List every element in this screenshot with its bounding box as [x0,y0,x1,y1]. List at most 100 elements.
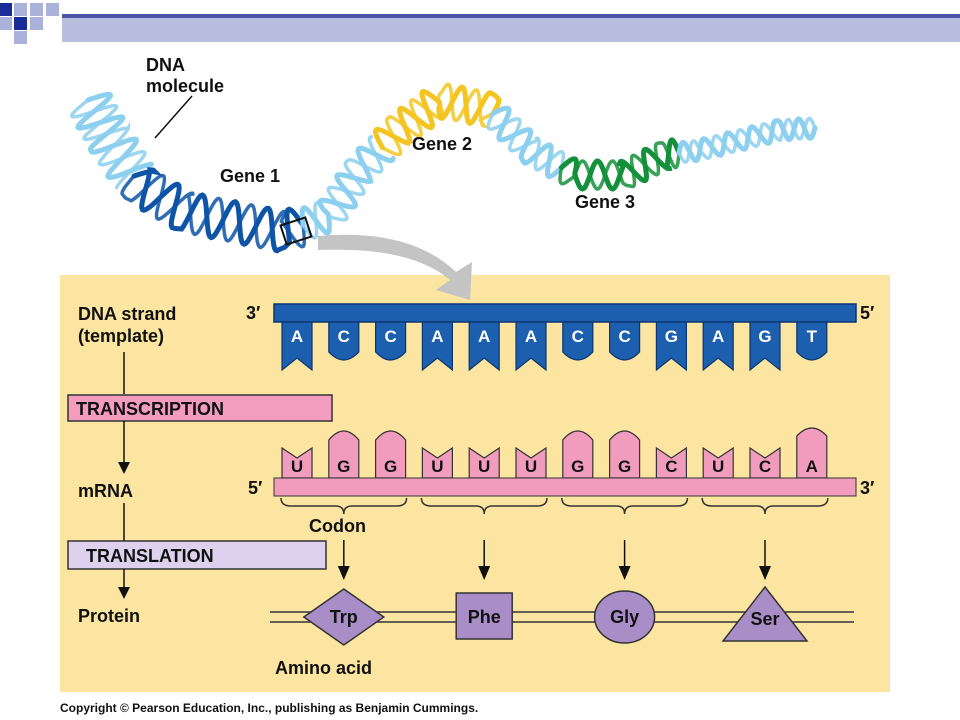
dna-base-letter: A [478,327,490,346]
dna-molecule-label-line2: molecule [146,76,224,96]
dna-base-9: A [702,321,734,372]
mrna-base-5: U [515,446,547,479]
codon-brace-0 [280,497,408,515]
mrna-base-9: U [702,446,734,479]
codon-arrowhead-3 [759,566,771,580]
dna-base-letter: A [712,327,724,346]
slide-header-decoration [0,3,960,44]
transcription-label: TRANSCRIPTION [76,399,224,419]
mrna-backbone [273,477,857,497]
dna-molecule-helix [69,82,818,254]
mrna-base-letter: G [384,457,397,476]
highlighted-segment-box [279,216,313,246]
codon-braces [280,497,829,515]
zoom-arrow [318,234,472,300]
mrna-base-7: G [609,430,641,479]
helix-strand-4-1 [490,105,564,180]
amino-acid-name: Phe [468,607,501,627]
copyright-text: Copyright © Pearson Education, Inc., pub… [60,701,478,715]
dna-base-letter: G [665,327,678,346]
codon-arrows [337,540,771,580]
mrna-base-letter: U [478,457,490,476]
gene3-label: Gene 3 [575,192,635,212]
mrna-base-letter: A [806,457,818,476]
codon-arrowhead-0 [337,566,350,580]
mrna-base-letter: U [291,457,303,476]
dna-base-letter: T [807,327,818,346]
flow-arrowhead-2 [118,587,130,599]
dna-5prime-label: 5′ [860,303,874,323]
amino-acid-phe: Phe [455,592,513,640]
mrna-base-10: C [749,446,781,479]
dna-molecule-label-line1: DNA [146,55,185,75]
gene2-label: Gene 2 [412,134,472,154]
codon-brace-2 [561,497,689,515]
gene1-label: Gene 1 [220,166,280,186]
dna-base-0: A [281,321,313,372]
codon-brace-1 [420,497,548,515]
mrna-base-letter: U [525,457,537,476]
amino-acid-name: Ser [750,609,779,629]
dna-base-8: G [655,321,687,372]
mrna-base-letter: U [431,457,443,476]
mrna-label: mRNA [78,481,133,501]
flow-arrowhead-1 [118,462,130,474]
dna-base-5: A [515,321,547,372]
mrna-base-letter: U [712,457,724,476]
dna-base-letter: A [431,327,443,346]
dna-base-11: T [796,321,828,361]
dna-base-letter: C [572,327,584,346]
mrna-5prime-label: 5′ [248,478,262,498]
mrna-base-2: G [375,430,407,479]
protein-label: Protein [78,606,140,626]
mrna-3prime-label: 3′ [860,478,874,498]
codon-arrowhead-1 [478,566,491,580]
dna-base-4: A [468,321,500,372]
dna-base-letter: G [758,327,771,346]
amino-acids: Trp Phe Gly Ser [302,585,809,646]
mrna-base-letter: G [618,457,631,476]
amino-acid-label: Amino acid [275,658,372,678]
helix-strand-1-0 [120,173,307,250]
mrna-base-0: U [281,446,313,479]
helix-strand-5-0 [558,141,681,191]
mrna-base-11: A [796,427,828,479]
amino-acid-gly: Gly [593,590,656,644]
amino-acid-name: Gly [610,607,639,627]
dna-base-letter: C [338,327,350,346]
dna-base-10: G [749,321,781,372]
mrna-base-8: C [655,446,687,479]
helix-strand-6-1 [676,116,818,164]
dna-base-letter: C [618,327,630,346]
amino-acid-ser: Ser [721,585,809,642]
helix-strand-2-1 [299,145,396,236]
dna-strand-backbone [273,303,857,323]
translation-label: TRANSLATION [86,546,214,566]
helix-strand-2-0 [301,135,384,240]
transcription-box [67,394,333,422]
dna-label-pointer [154,95,193,139]
mrna-base-letter: C [665,457,677,476]
helix-strand-5-1 [559,137,682,192]
amino-acid-trp: Trp [302,588,386,646]
dna-base-2: C [375,321,407,361]
dna-3prime-label: 3′ [246,303,260,323]
mrna-base-letter: G [571,457,584,476]
translation-box [67,540,327,570]
codon-brace-3 [701,497,829,515]
mrna-base-letter: C [759,457,771,476]
helix-strand-1-1 [131,167,306,254]
codon-label: Codon [309,516,366,536]
mrna-base-1: G [328,430,360,479]
dna-base-letter: A [525,327,537,346]
dna-base-6: C [562,321,594,361]
dna-base-3: A [421,321,453,372]
helix-strand-3-1 [372,84,502,151]
helix-strand-0-1 [75,91,154,181]
dna-base-1: C [328,321,360,361]
dna-base-letter: C [384,327,396,346]
dna-base-7: C [609,321,641,361]
